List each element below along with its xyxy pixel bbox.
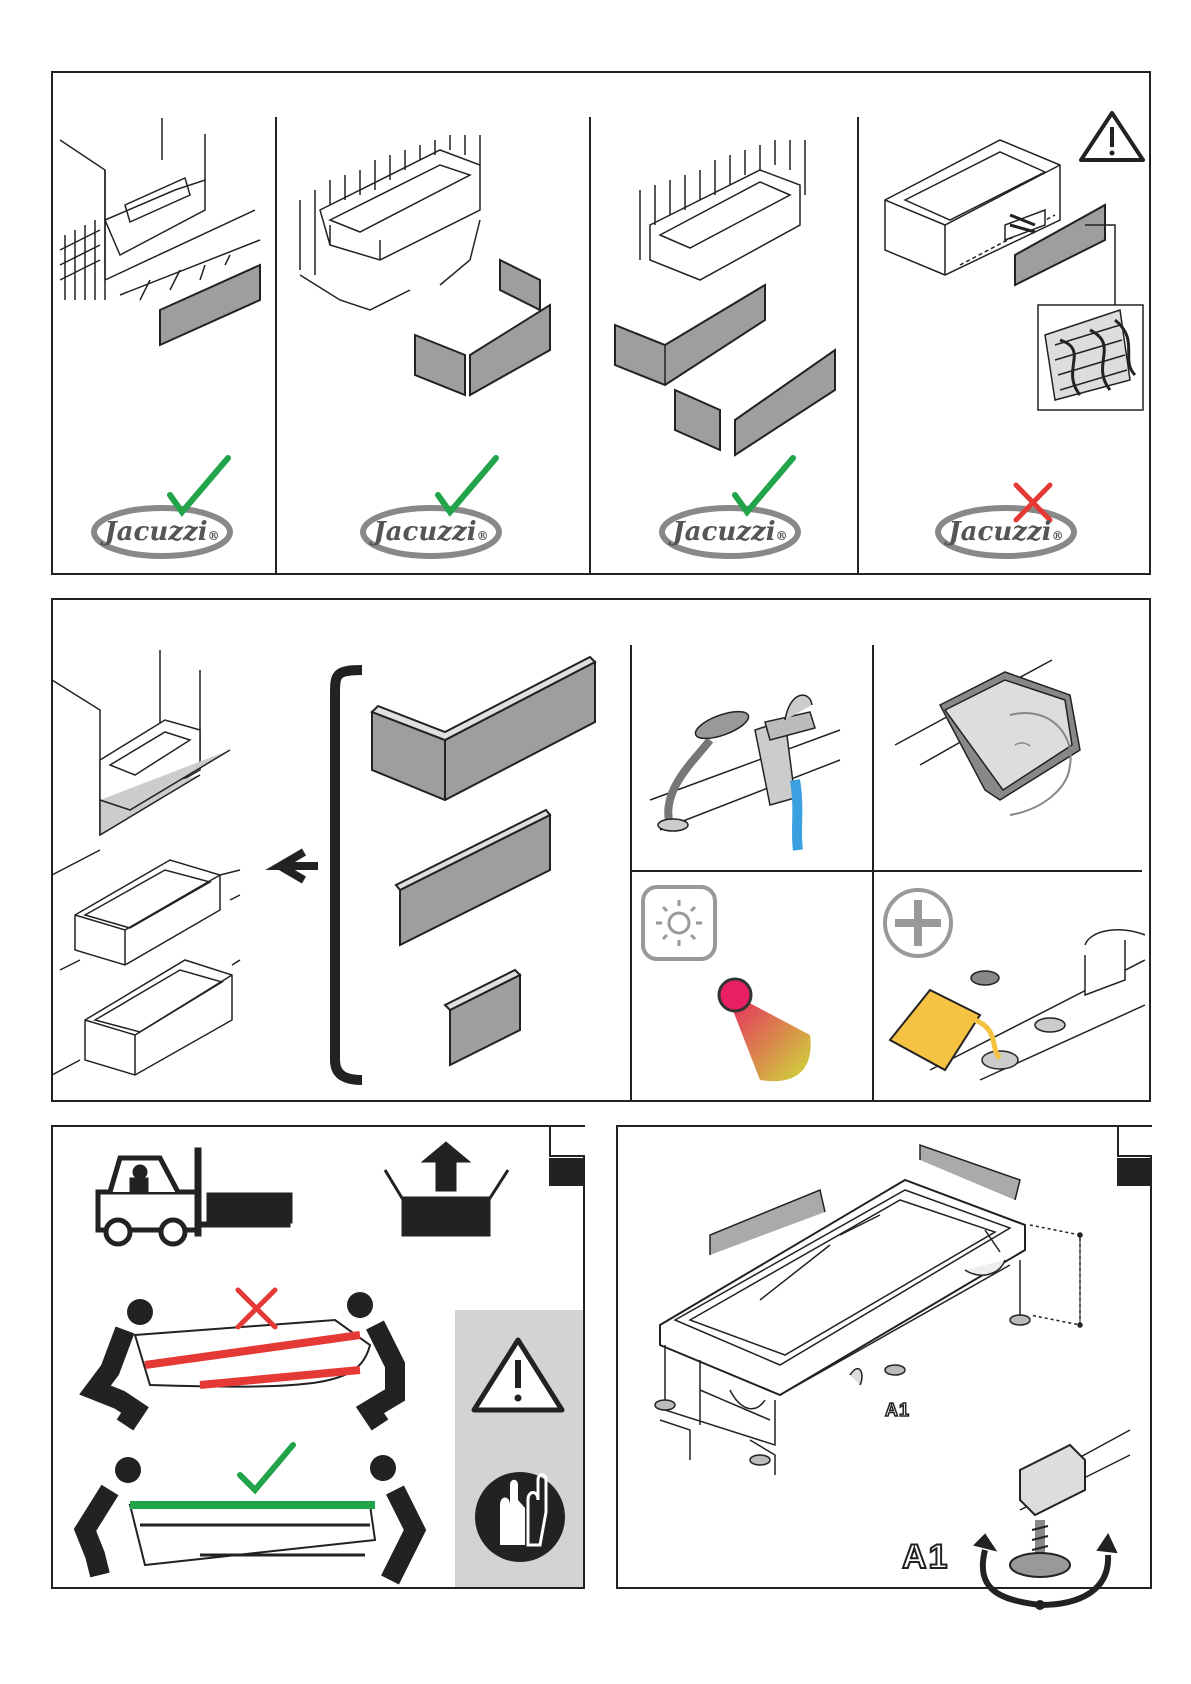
bathtub-frame-illustration (655, 1145, 1082, 1475)
leveling-foot-illustration (975, 1430, 1130, 1609)
foot-label-large: A1 (902, 1538, 949, 1577)
foot-label-small: A1 (885, 1400, 910, 1421)
